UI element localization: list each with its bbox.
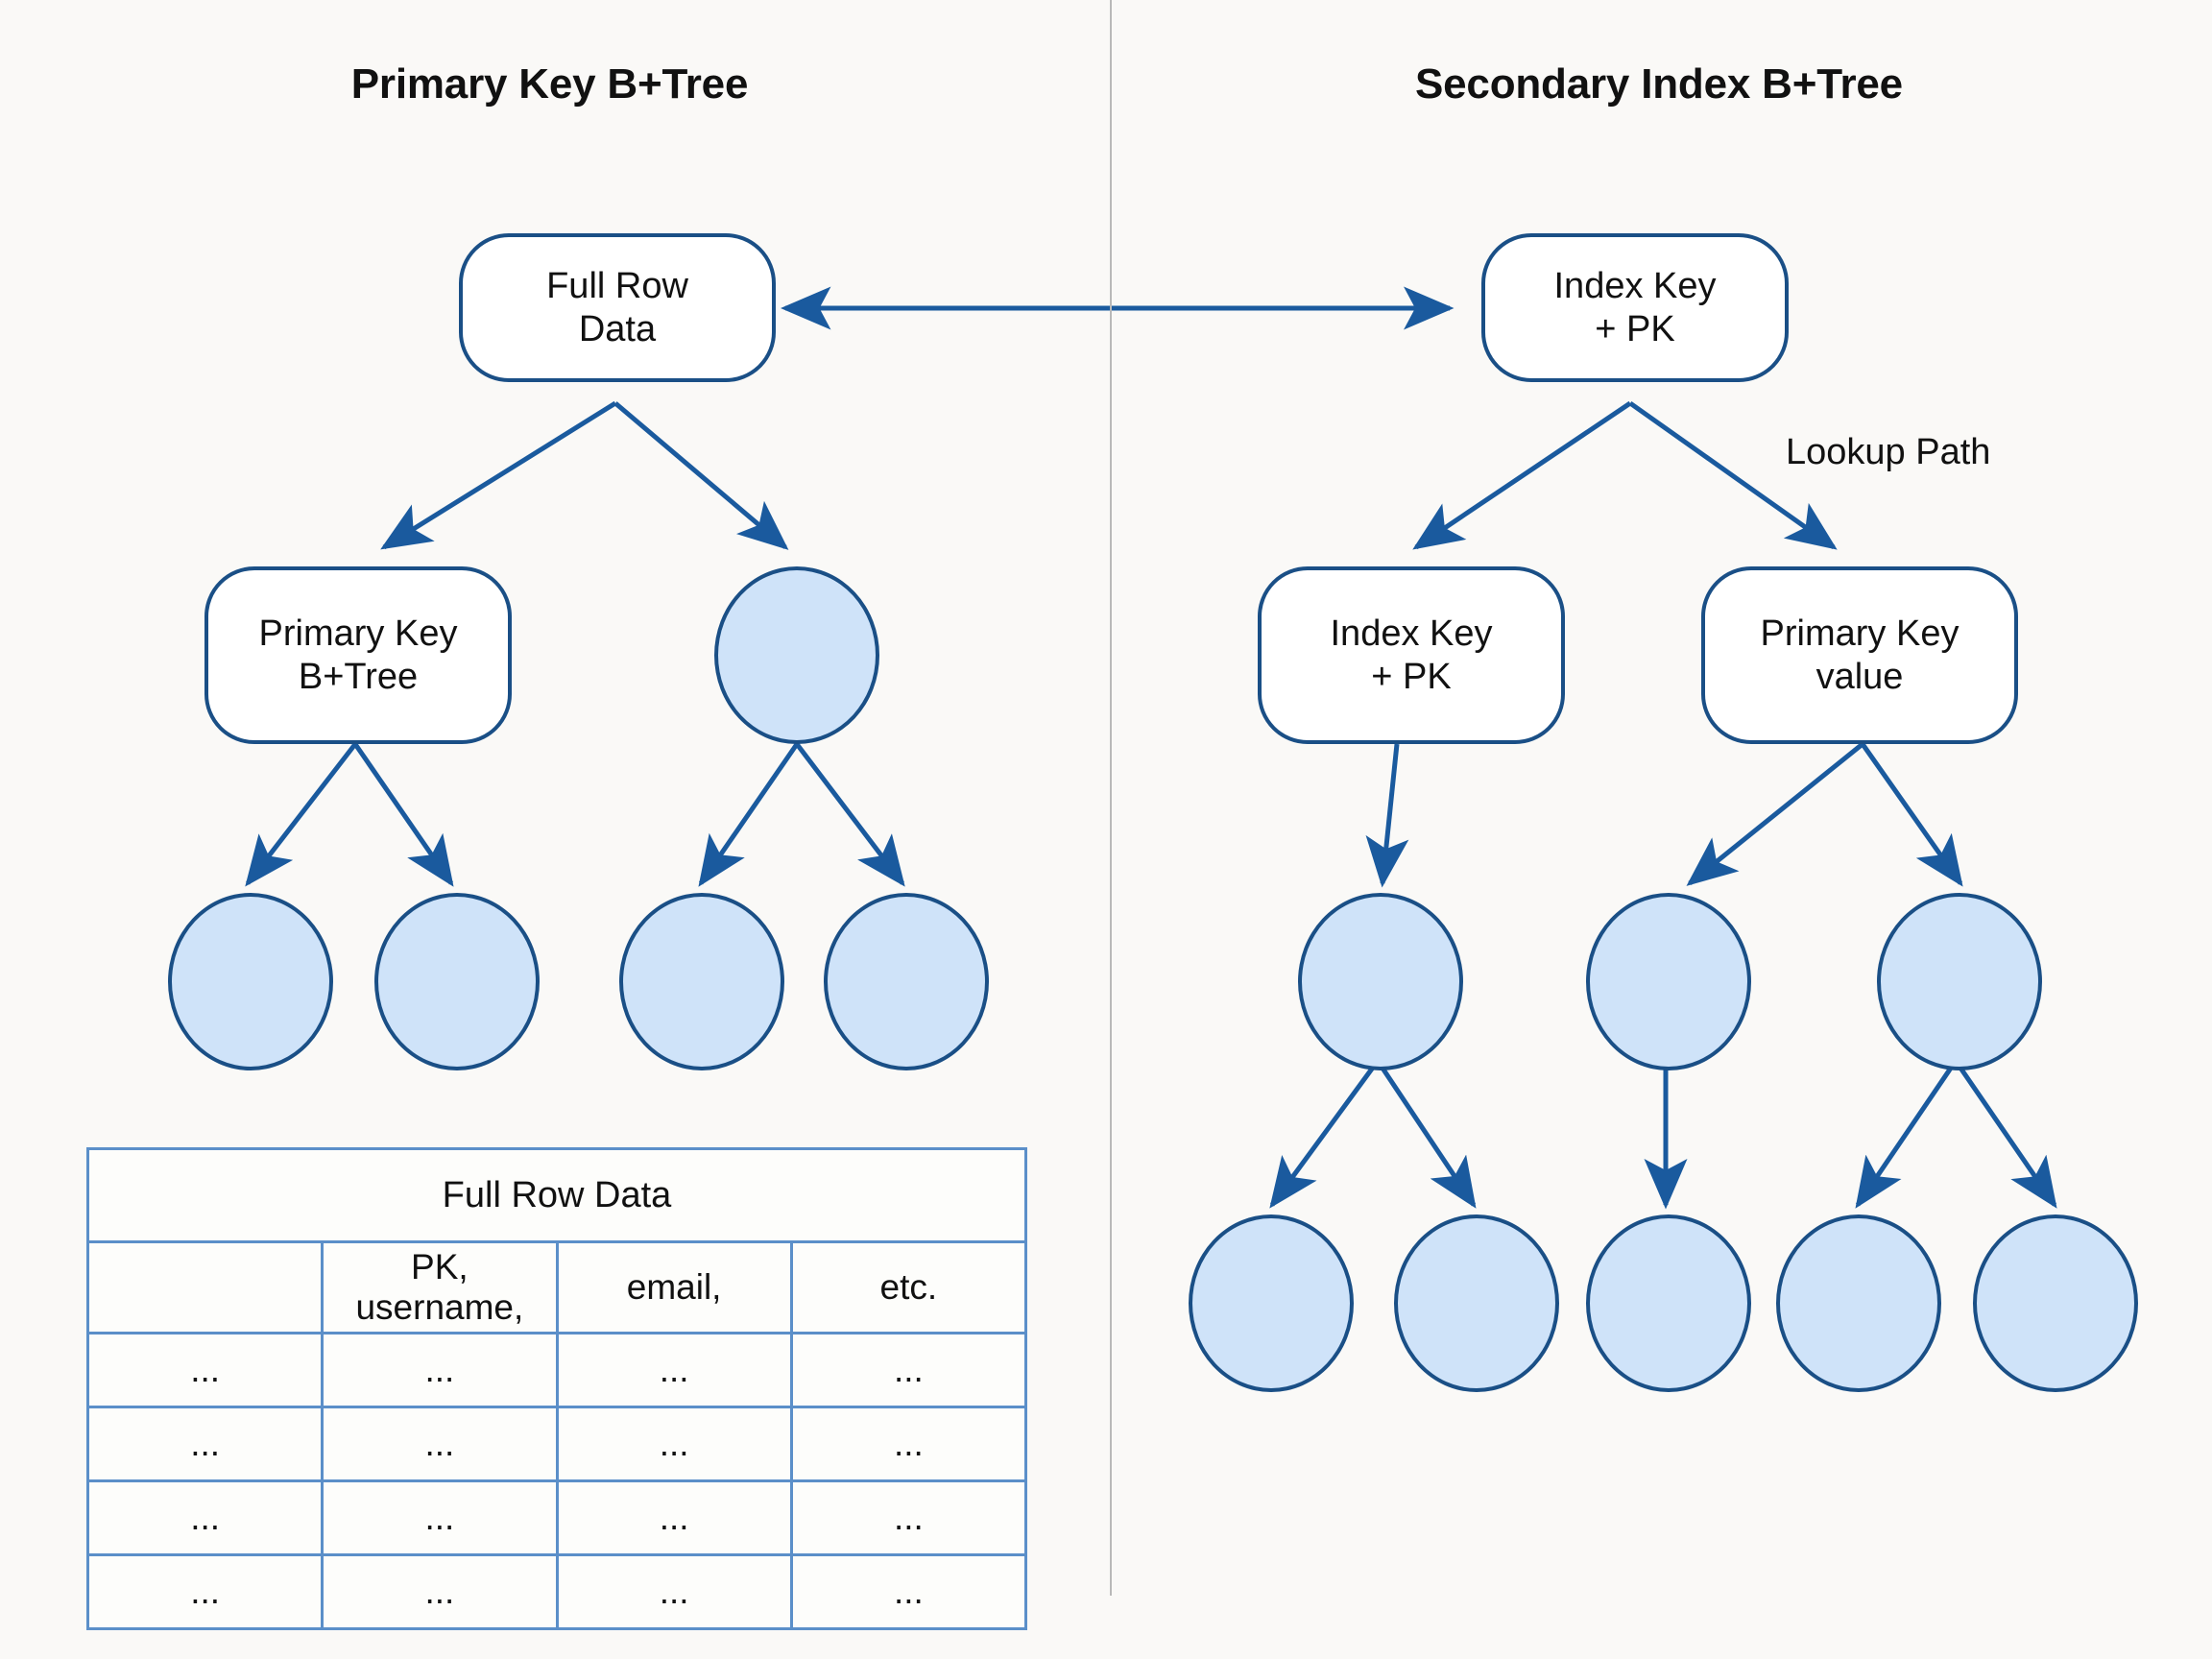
- table-header-cell-0: [85, 1240, 325, 1334]
- edge-left-l2right-to-leaf3: [698, 742, 800, 887]
- table-cell: ...: [85, 1332, 325, 1408]
- right-node-primary-key-value[interactable]: Primary Key value: [1701, 566, 2018, 744]
- table-cell: ...: [555, 1406, 793, 1482]
- table-row: ... ... ... ...: [85, 1553, 1028, 1630]
- panel-divider: [1110, 0, 1112, 1596]
- table-cell: ...: [555, 1479, 793, 1556]
- table-header-row: PK, username, email, etc.: [85, 1240, 1028, 1334]
- right-node-level3-a[interactable]: [1298, 893, 1463, 1070]
- edge-right-root-to-l2right: [1628, 400, 1838, 550]
- table-cell: ...: [789, 1332, 1028, 1408]
- page-title-right: Secondary Index B+Tree: [1415, 60, 1903, 108]
- right-node-leaf-1[interactable]: [1189, 1214, 1354, 1392]
- edge-left-root-to-l2right: [613, 401, 789, 550]
- full-row-data-table: Full Row Data PK, username, email, etc. …: [85, 1147, 1028, 1630]
- right-node-leaf-4[interactable]: [1776, 1214, 1941, 1392]
- edge-right-l3a-to-leaf1: [1269, 1059, 1381, 1209]
- left-node-level2-right[interactable]: [714, 566, 879, 744]
- edge-right-l2left-to-l3a: [1365, 743, 1409, 888]
- edge-right-l3c-to-leaf4: [1855, 1059, 1959, 1209]
- lookup-path-label: Lookup Path: [1786, 432, 1991, 472]
- left-node-leaf-1[interactable]: [168, 893, 333, 1070]
- left-node-leaf-2[interactable]: [374, 893, 540, 1070]
- table-cell: ...: [321, 1553, 559, 1630]
- table-cell: ...: [321, 1332, 559, 1408]
- page-title-left: Primary Key B+Tree: [350, 60, 749, 108]
- edge-right-l3a-to-leaf2: [1375, 1059, 1477, 1209]
- edge-left-l2right-to-leaf4: [795, 742, 905, 887]
- right-node-level3-b[interactable]: [1586, 893, 1751, 1070]
- edge-left-l2left-to-leaf1: [245, 742, 357, 887]
- edge-left-root-to-l2left: [380, 400, 617, 550]
- left-node-leaf-4[interactable]: [824, 893, 989, 1070]
- table-header-cell-2: email,: [555, 1240, 793, 1334]
- table-caption-cell: Full Row Data: [86, 1147, 1027, 1243]
- table-cell: ...: [85, 1553, 325, 1630]
- table-cell: ...: [321, 1406, 559, 1482]
- edge-left-l2left-to-leaf2: [352, 742, 454, 887]
- left-node-root[interactable]: Full Row Data: [459, 233, 776, 382]
- table-cell: ...: [555, 1553, 793, 1630]
- table-cell: ...: [789, 1553, 1028, 1630]
- table-caption-row: Full Row Data: [86, 1147, 1027, 1243]
- table-cell: ...: [321, 1479, 559, 1556]
- edge-right-root-to-l2left: [1412, 400, 1632, 550]
- right-node-leaf-3[interactable]: [1586, 1214, 1751, 1392]
- right-node-index-key-pk[interactable]: Index Key + PK: [1258, 566, 1565, 744]
- right-node-root[interactable]: Index Key + PK: [1481, 233, 1789, 382]
- right-node-level3-c[interactable]: [1877, 893, 2042, 1070]
- table-cell: ...: [789, 1406, 1028, 1482]
- edge-right-l2right-to-l3b: [1686, 742, 1864, 886]
- table-cell: ...: [85, 1406, 325, 1482]
- table-row: ... ... ... ...: [85, 1479, 1028, 1556]
- right-node-leaf-5[interactable]: [1973, 1214, 2138, 1392]
- table-header-cell-1: PK, username,: [321, 1240, 559, 1334]
- table-cell: ...: [555, 1332, 793, 1408]
- edge-right-l2right-to-l3c: [1860, 742, 1963, 887]
- edge-right-l3c-to-leaf5: [1953, 1059, 2057, 1209]
- table-row: ... ... ... ...: [85, 1406, 1028, 1482]
- table-row: ... ... ... ...: [85, 1332, 1028, 1408]
- table-cell: ...: [789, 1479, 1028, 1556]
- left-node-leaf-3[interactable]: [619, 893, 784, 1070]
- left-node-primary-key-btree[interactable]: Primary Key B+Tree: [204, 566, 512, 744]
- right-node-leaf-2[interactable]: [1394, 1214, 1559, 1392]
- table-cell: ...: [85, 1479, 325, 1556]
- table-header-cell-3: etc.: [789, 1240, 1028, 1334]
